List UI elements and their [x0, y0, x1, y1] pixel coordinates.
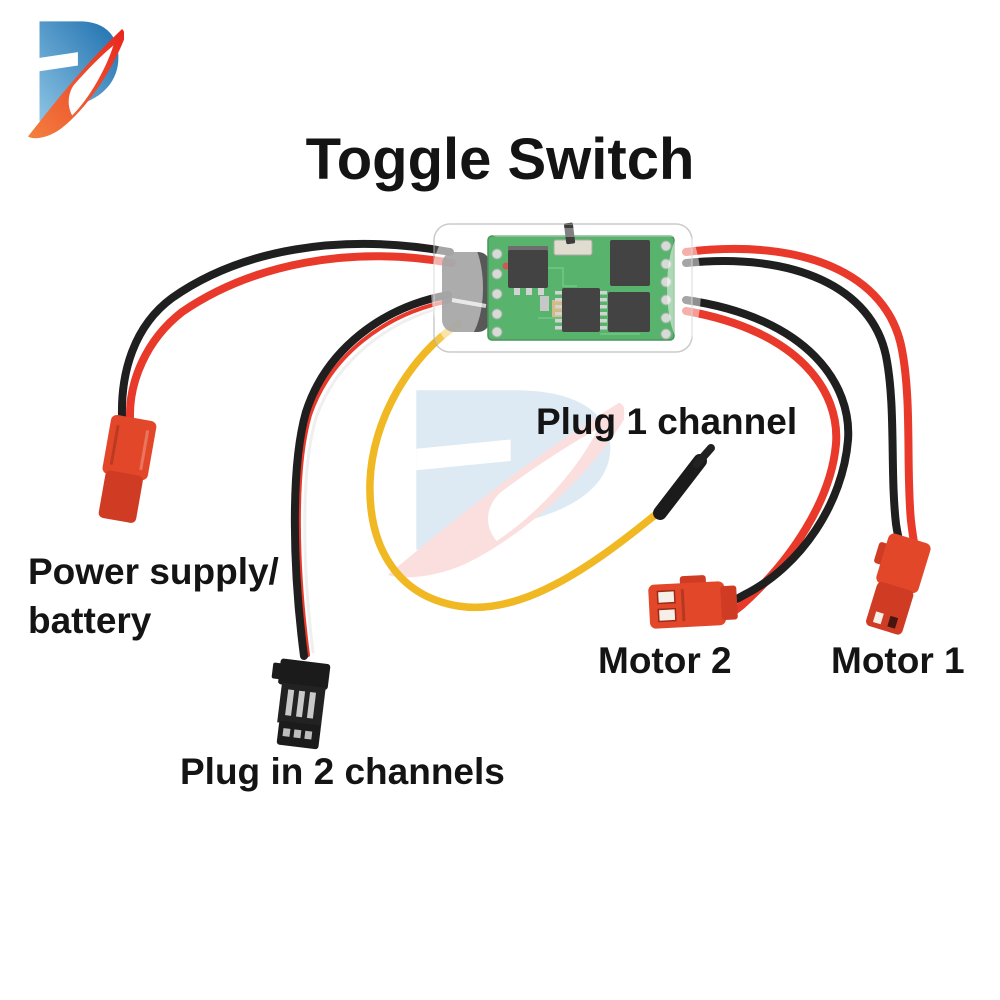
pcb-traces [538, 267, 640, 335]
servo-pin-2 [295, 690, 306, 718]
ic-pin [555, 298, 562, 302]
solder-pad [660, 240, 672, 252]
brand-logo-svg [28, 21, 125, 139]
mosfet-leg [514, 288, 520, 295]
driver-chip-1 [610, 240, 650, 286]
servo-connector [271, 658, 331, 750]
watermark-logo-icon [388, 378, 626, 584]
logo-swoosh-counter [68, 45, 114, 116]
servo-wire-white-strand [303, 303, 454, 654]
wrap-sheen-left [431, 230, 483, 346]
servo-connector-tab [271, 662, 283, 680]
label-motor-1: Motor 1 [831, 640, 965, 681]
label-plug-in-2-channels: Plug in 2 channels [180, 751, 505, 792]
ic-pin [600, 319, 607, 323]
servo-wire-red-strand [296, 299, 452, 657]
pin-connector [653, 444, 715, 520]
motor2-jst-slot-2 [657, 607, 677, 623]
ic-pin [600, 298, 607, 302]
servo-pin-3 [306, 692, 317, 719]
watermark-swoosh-counter [488, 428, 599, 541]
servo-connector-top [278, 658, 331, 690]
jst-connector-power [98, 414, 157, 523]
solder-pad [660, 328, 672, 340]
soic-ic [555, 288, 607, 332]
solder-pad [491, 268, 503, 280]
jst-connector-motor2 [648, 575, 738, 629]
motor1-jst-slot-1 [872, 611, 884, 625]
motor2-jst-collar [720, 585, 738, 621]
servo-tip-slot-1 [282, 728, 291, 737]
ic-pin [555, 305, 562, 309]
ic-pin [555, 319, 562, 323]
solder-pad [491, 248, 503, 260]
pcb-module [431, 222, 701, 353]
motor2-jst-shading [680, 589, 686, 622]
power-jst-nose [98, 470, 143, 523]
servo-wire-black [290, 291, 452, 660]
ic-pin [600, 305, 607, 309]
channel2-servo-wire [290, 291, 454, 660]
motor2-wire-black [682, 296, 853, 608]
watermark-notch [416, 439, 511, 471]
mosfet-chip [508, 250, 548, 288]
motor1-wire-red [682, 245, 921, 561]
watermark-svg [388, 390, 626, 578]
jst-connector-motor1 [866, 533, 931, 635]
power-led [502, 262, 510, 270]
power-wire-red [125, 252, 456, 422]
power-wire-black [117, 239, 454, 420]
mosfet-leg [538, 288, 544, 295]
ic-pin [555, 326, 562, 330]
motor1-wire-pair [682, 245, 921, 561]
servo-tip-slot-2 [293, 729, 302, 739]
solder-pad [491, 308, 503, 320]
label-plug-1-channel: Plug 1 channel [536, 401, 798, 442]
solder-pad [491, 288, 503, 300]
watermark-red-swoosh [388, 402, 626, 578]
mosfet-leg [526, 288, 532, 295]
logo-notch [39, 52, 78, 72]
soic-ic-pins [555, 291, 607, 330]
ic-pin [555, 291, 562, 295]
motor2-wire-pair [682, 296, 853, 618]
label-power-supply-line1: Power supply/ [28, 551, 279, 592]
soic-ic-body [562, 288, 600, 332]
servo-pin-1 [285, 689, 295, 716]
label-power-supply: Power supply/ battery [28, 548, 279, 646]
power-jst-highlight [139, 430, 150, 471]
ic-pin [600, 312, 607, 316]
motor1-wire-black [682, 257, 907, 557]
brand-logo-icon [28, 12, 125, 144]
channel1-yellow-wire [366, 320, 664, 611]
watermark-blue-shape [416, 390, 611, 551]
motor1-jst-slot-2 [887, 615, 899, 629]
pin-connector-tip [693, 444, 715, 468]
logo-blue-shape [39, 21, 119, 122]
motor2-wire-red [682, 307, 841, 618]
wrap-sheen-top [492, 228, 677, 237]
ic-pin [555, 312, 562, 316]
page-title: Toggle Switch [305, 127, 695, 192]
power-jst-sleeve [102, 414, 157, 481]
power-jst-shading [109, 424, 120, 465]
power-wire-pair [117, 239, 456, 422]
label-motor-2: Motor 2 [598, 640, 732, 681]
motor1-jst-sleeve [876, 533, 931, 594]
ic-pin [600, 326, 607, 330]
toggle-lever [564, 222, 576, 245]
pin-connector-sleeve [653, 454, 707, 520]
label-power-supply-line2: battery [28, 599, 152, 641]
wrap-sheen-right [667, 232, 701, 344]
solder-pad [491, 326, 503, 338]
servo-tip-slot-3 [304, 730, 313, 740]
driver-chip-2 [608, 292, 650, 332]
mosfet-tab [508, 246, 548, 252]
capacitor-small [540, 296, 549, 311]
ic-pin [600, 291, 607, 295]
motor2-jst-slot-1 [656, 589, 676, 605]
